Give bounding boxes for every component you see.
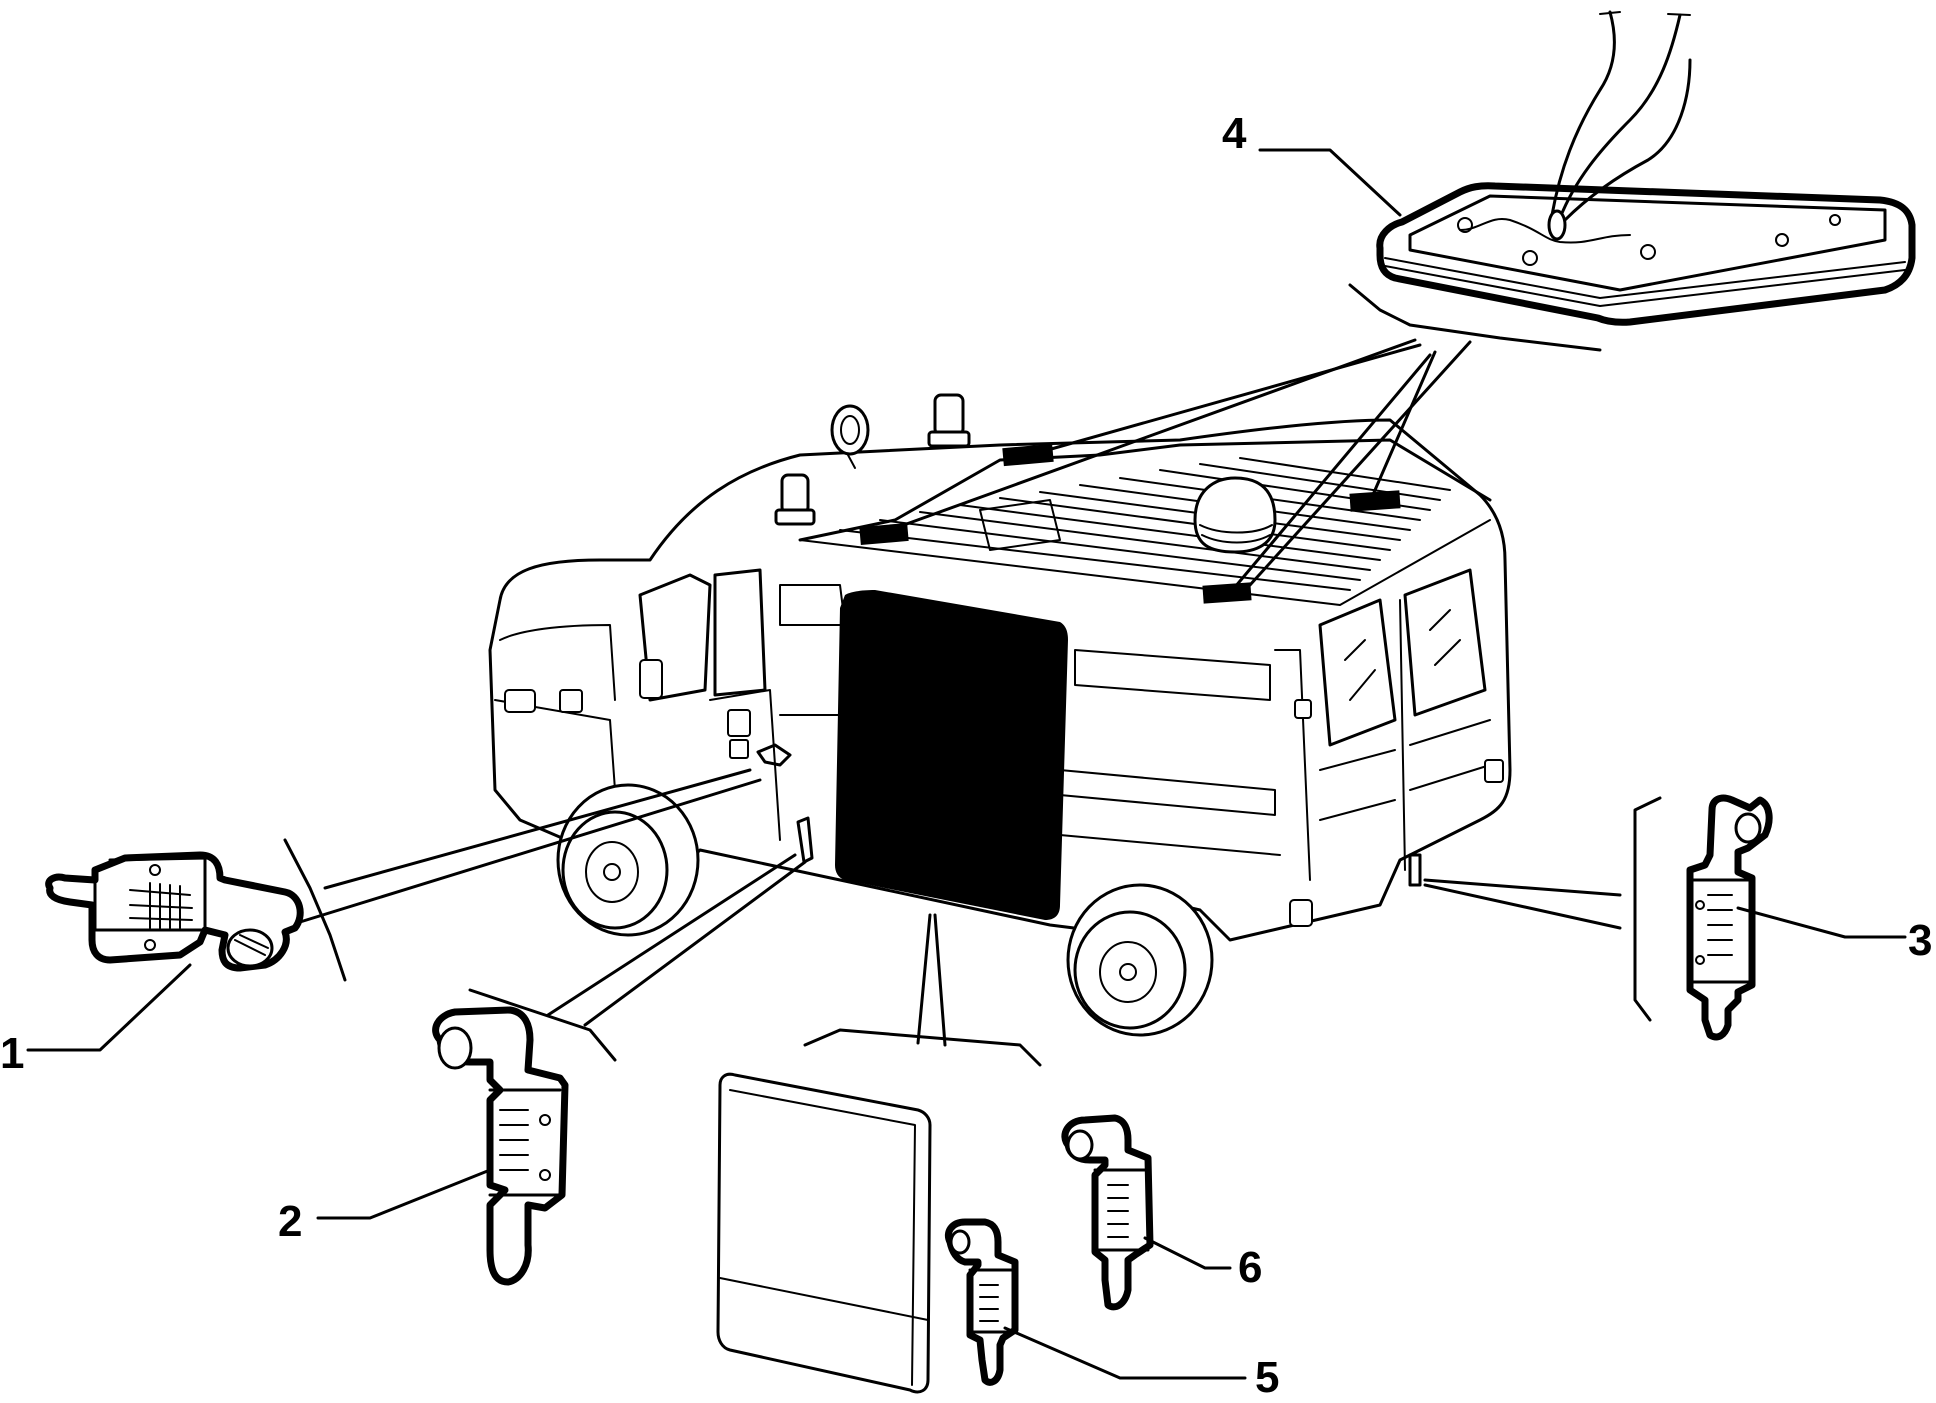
- front-wheel: [556, 783, 700, 937]
- part-2-hinge-bolt: [432, 1006, 569, 1286]
- part-4-roof-hatch: [1376, 10, 1916, 326]
- leader-lines: [283, 283, 1662, 1067]
- callout-labels: 1 2 3 4 5 6: [0, 109, 1932, 1402]
- sliding-door-panel: [716, 1072, 932, 1394]
- beacon-right: [927, 393, 971, 448]
- callout-2: 2: [278, 1197, 302, 1246]
- beacon-left: [774, 473, 816, 526]
- callout-leaders: [26, 148, 1907, 1380]
- callout-3: 3: [1908, 916, 1932, 965]
- callout-4: 4: [1222, 109, 1247, 158]
- part-3-hinge-bolt: [1686, 794, 1773, 1041]
- part-5-hinge-bolt: [944, 1218, 1019, 1386]
- roof-horn: [830, 404, 870, 469]
- callout-6: 6: [1238, 1243, 1262, 1292]
- part-1-hinge-bolt: [45, 851, 304, 972]
- van-illustration: [488, 393, 1512, 1037]
- callout-5: 5: [1255, 1353, 1279, 1402]
- rear-wheel: [1066, 883, 1214, 1037]
- part-6-hinge-bolt: [1061, 1114, 1154, 1311]
- callout-1: 1: [0, 1029, 24, 1078]
